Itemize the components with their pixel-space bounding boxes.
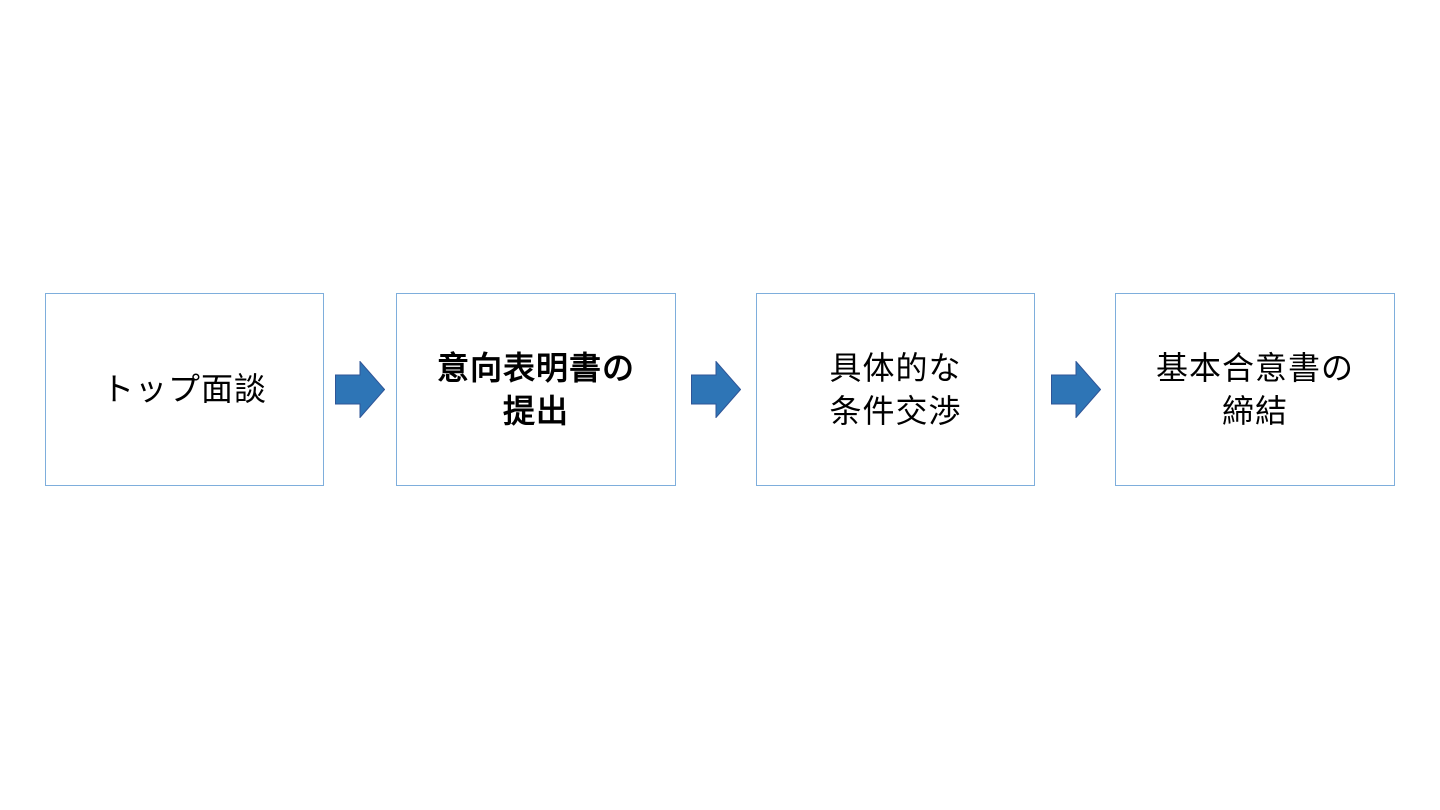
step-box-terms-negotiation: 具体的な 条件交渉 [756,293,1035,486]
step-label-line: 条件交渉 [829,391,962,430]
right-arrow-icon [335,361,385,418]
step-label-line: トップ面談 [101,370,267,408]
right-arrow-icon [691,361,741,418]
right-arrow-icon [1051,361,1101,418]
step-label: 基本合意書の 締結 [1156,347,1354,433]
step-label: 意向表明書の 提出 [437,347,635,433]
step-label: 具体的な 条件交渉 [829,347,961,433]
step-label-line: 基本合意書の [1155,348,1354,387]
step-label-line: 提出 [502,391,569,430]
step-label-line: 意向表明書の [436,348,635,387]
step-label-line: 締結 [1221,391,1288,430]
step-box-top-meeting: トップ面談 [45,293,324,486]
step-box-basic-agreement: 基本合意書の 締結 [1115,293,1395,486]
step-label-line: 具体的な [829,348,962,387]
step-label: トップ面談 [102,368,267,411]
step-box-loi-submission: 意向表明書の 提出 [396,293,676,486]
